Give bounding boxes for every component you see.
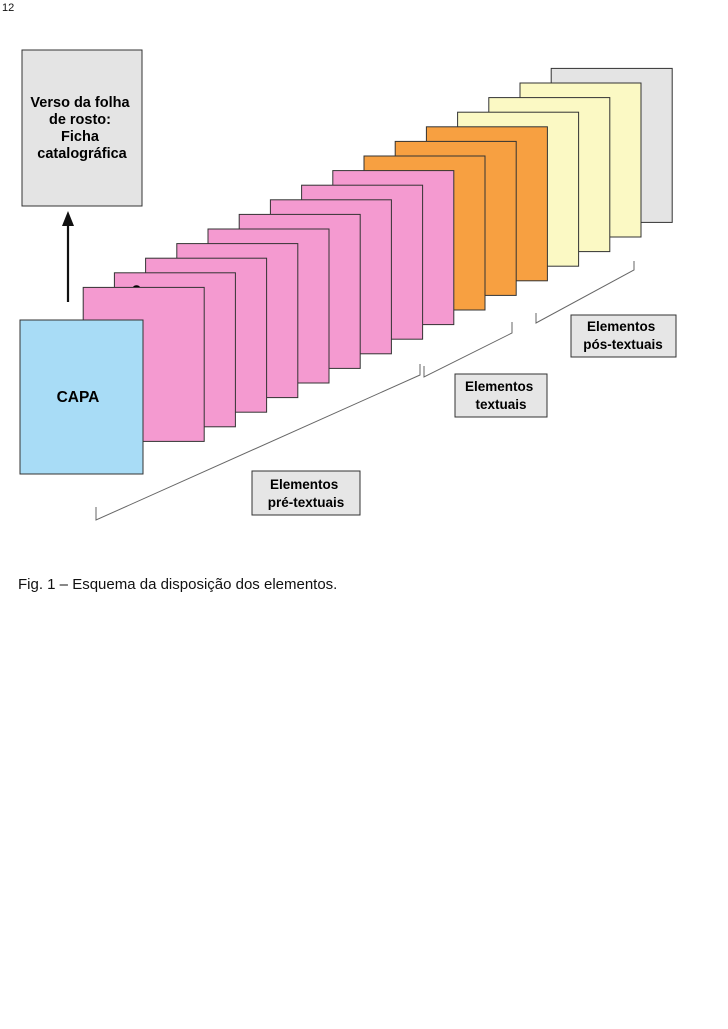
verso-line: Ficha	[61, 129, 100, 145]
pre-textual-label-box	[251, 470, 361, 516]
pos-textual-label-line: Elementos	[587, 319, 655, 334]
pos-textual-label-line: pós-textuais	[583, 337, 663, 352]
cover-page	[19, 319, 144, 475]
arrow-head-icon	[62, 211, 74, 226]
pos-textual-label: Elementos pós-textuais	[583, 319, 663, 352]
pre-textual-brace	[95, 364, 421, 521]
pages-layer: CapaAnexoApêndiceReferênciasConclusãoDes…	[82, 67, 673, 442]
textual-label-box	[454, 373, 548, 418]
verso-line: de rosto:	[49, 112, 111, 128]
figure-caption: Fig. 1 – Esquema da disposição dos eleme…	[18, 576, 338, 593]
textual-label: Elementos textuais	[465, 379, 537, 412]
pos-textual-brace	[535, 261, 635, 324]
pre-textual-label: Elementos pré-textuais	[268, 477, 345, 510]
textual-label-line: textuais	[475, 397, 526, 412]
textual-label-line: Elementos	[465, 379, 533, 394]
cover-label: CAPA	[57, 389, 100, 406]
pos-textual-label-box	[570, 314, 677, 358]
verso-box	[21, 49, 143, 207]
verso-line: Verso da folha	[30, 95, 130, 111]
verso-text: Verso da folha de rosto: Ficha catalográ…	[30, 95, 133, 162]
page-number: 12	[2, 2, 15, 14]
textual-brace	[423, 322, 513, 378]
verso-line: catalográfica	[37, 146, 127, 162]
pre-textual-label-line: pré-textuais	[268, 495, 345, 510]
pre-textual-label-line: Elementos	[270, 477, 338, 492]
